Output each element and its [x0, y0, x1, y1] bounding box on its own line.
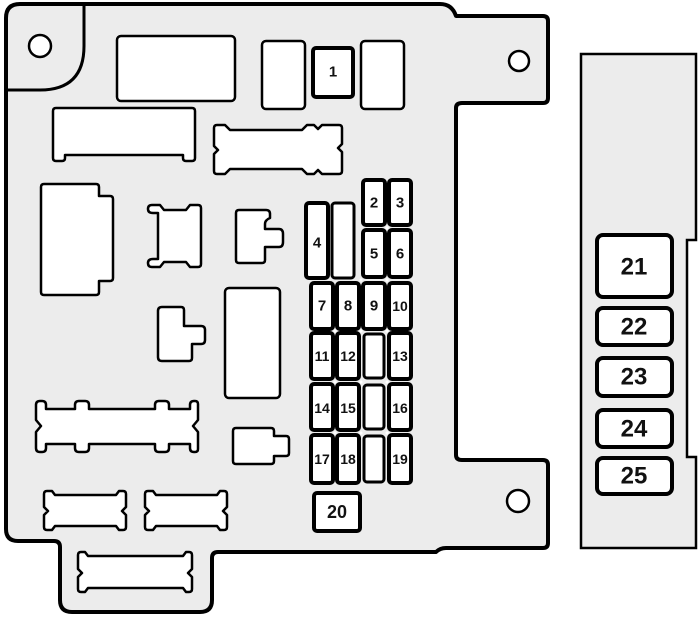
connector-bottom-left	[42, 489, 128, 532]
fuse-13[interactable]: 13	[387, 331, 413, 381]
svg-text:9: 9	[370, 298, 378, 315]
connector-top-middle	[212, 123, 344, 176]
fuse-24[interactable]: 24	[595, 408, 674, 449]
fuse-17[interactable]: 17	[309, 433, 335, 485]
fuse-slot-empty-d	[362, 434, 386, 484]
svg-text:8: 8	[344, 298, 352, 315]
fuse-16[interactable]: 16	[387, 382, 413, 432]
fuse-8[interactable]: 8	[335, 281, 361, 331]
svg-text:3: 3	[396, 195, 404, 212]
svg-text:13: 13	[392, 348, 408, 364]
connector-top-left	[51, 106, 197, 163]
fuse-21[interactable]: 21	[595, 233, 674, 299]
relay-t-shape-lower	[156, 305, 207, 363]
svg-text:24: 24	[621, 416, 648, 443]
connector-bottom-middle	[143, 489, 229, 532]
relay-tall-center	[223, 286, 282, 400]
fuse-22[interactable]: 22	[595, 306, 674, 347]
svg-text:25: 25	[621, 463, 648, 490]
fuse-19[interactable]: 19	[387, 433, 413, 485]
relay-t-shape-upper	[234, 208, 285, 265]
fuse-1[interactable]: 1	[311, 46, 355, 99]
fuse-23[interactable]: 23	[595, 356, 674, 398]
fuse-2[interactable]: 2	[361, 178, 387, 227]
svg-text:12: 12	[340, 348, 356, 364]
corner-mount-outline	[6, 4, 86, 92]
fuse-slot-empty-b	[362, 332, 386, 380]
fuse-18[interactable]: 18	[335, 433, 361, 485]
svg-text:18: 18	[340, 451, 356, 467]
svg-text:2: 2	[370, 195, 378, 212]
svg-text:19: 19	[392, 451, 408, 467]
svg-text:16: 16	[392, 400, 408, 416]
svg-text:4: 4	[313, 235, 322, 252]
relay-tall-left	[39, 182, 115, 297]
svg-text:1: 1	[329, 64, 337, 81]
mounting-hole-top-right	[507, 49, 531, 73]
fuse-grid-junctions	[333, 226, 389, 435]
fuse-slot-empty-c	[362, 383, 386, 431]
relay-top-right-of-fuse-1	[359, 39, 406, 111]
svg-text:10: 10	[392, 298, 408, 314]
connector-bottom-tab	[76, 550, 194, 594]
relay-small-bottom	[231, 426, 291, 466]
svg-text:15: 15	[340, 400, 356, 416]
fuse-9[interactable]: 9	[361, 281, 387, 331]
relay-h-shape	[146, 203, 203, 269]
relay-top-left-of-fuse-1	[260, 39, 307, 111]
fuse-11[interactable]: 11	[309, 331, 335, 381]
mounting-hole-bottom-right	[505, 488, 531, 514]
fuse-5[interactable]: 5	[361, 228, 387, 279]
fuse-7[interactable]: 7	[309, 281, 335, 331]
fuse-4[interactable]: 4	[304, 201, 330, 280]
svg-text:11: 11	[315, 348, 330, 364]
svg-text:6: 6	[396, 246, 404, 263]
fuse-3[interactable]: 3	[387, 178, 413, 227]
svg-text:20: 20	[327, 502, 347, 522]
fuse-12[interactable]: 12	[335, 331, 361, 381]
svg-text:21: 21	[621, 254, 648, 281]
svg-text:5: 5	[370, 246, 378, 263]
svg-text:22: 22	[621, 314, 648, 341]
fuse-slot-empty-a	[330, 201, 356, 280]
fuse-6[interactable]: 6	[387, 228, 413, 279]
fuse-14[interactable]: 14	[309, 382, 335, 432]
relay-large-top	[115, 34, 237, 103]
connector-long-left	[34, 399, 200, 454]
svg-text:23: 23	[621, 364, 648, 391]
fuse-20[interactable]: 20	[312, 491, 362, 533]
fuse-10[interactable]: 10	[387, 281, 413, 331]
fuse-25[interactable]: 25	[595, 456, 674, 496]
svg-text:14: 14	[314, 400, 330, 416]
mounting-hole-top-left	[27, 33, 53, 59]
fuse-15[interactable]: 15	[335, 382, 361, 432]
svg-text:17: 17	[314, 451, 330, 467]
svg-text:7: 7	[318, 298, 326, 315]
